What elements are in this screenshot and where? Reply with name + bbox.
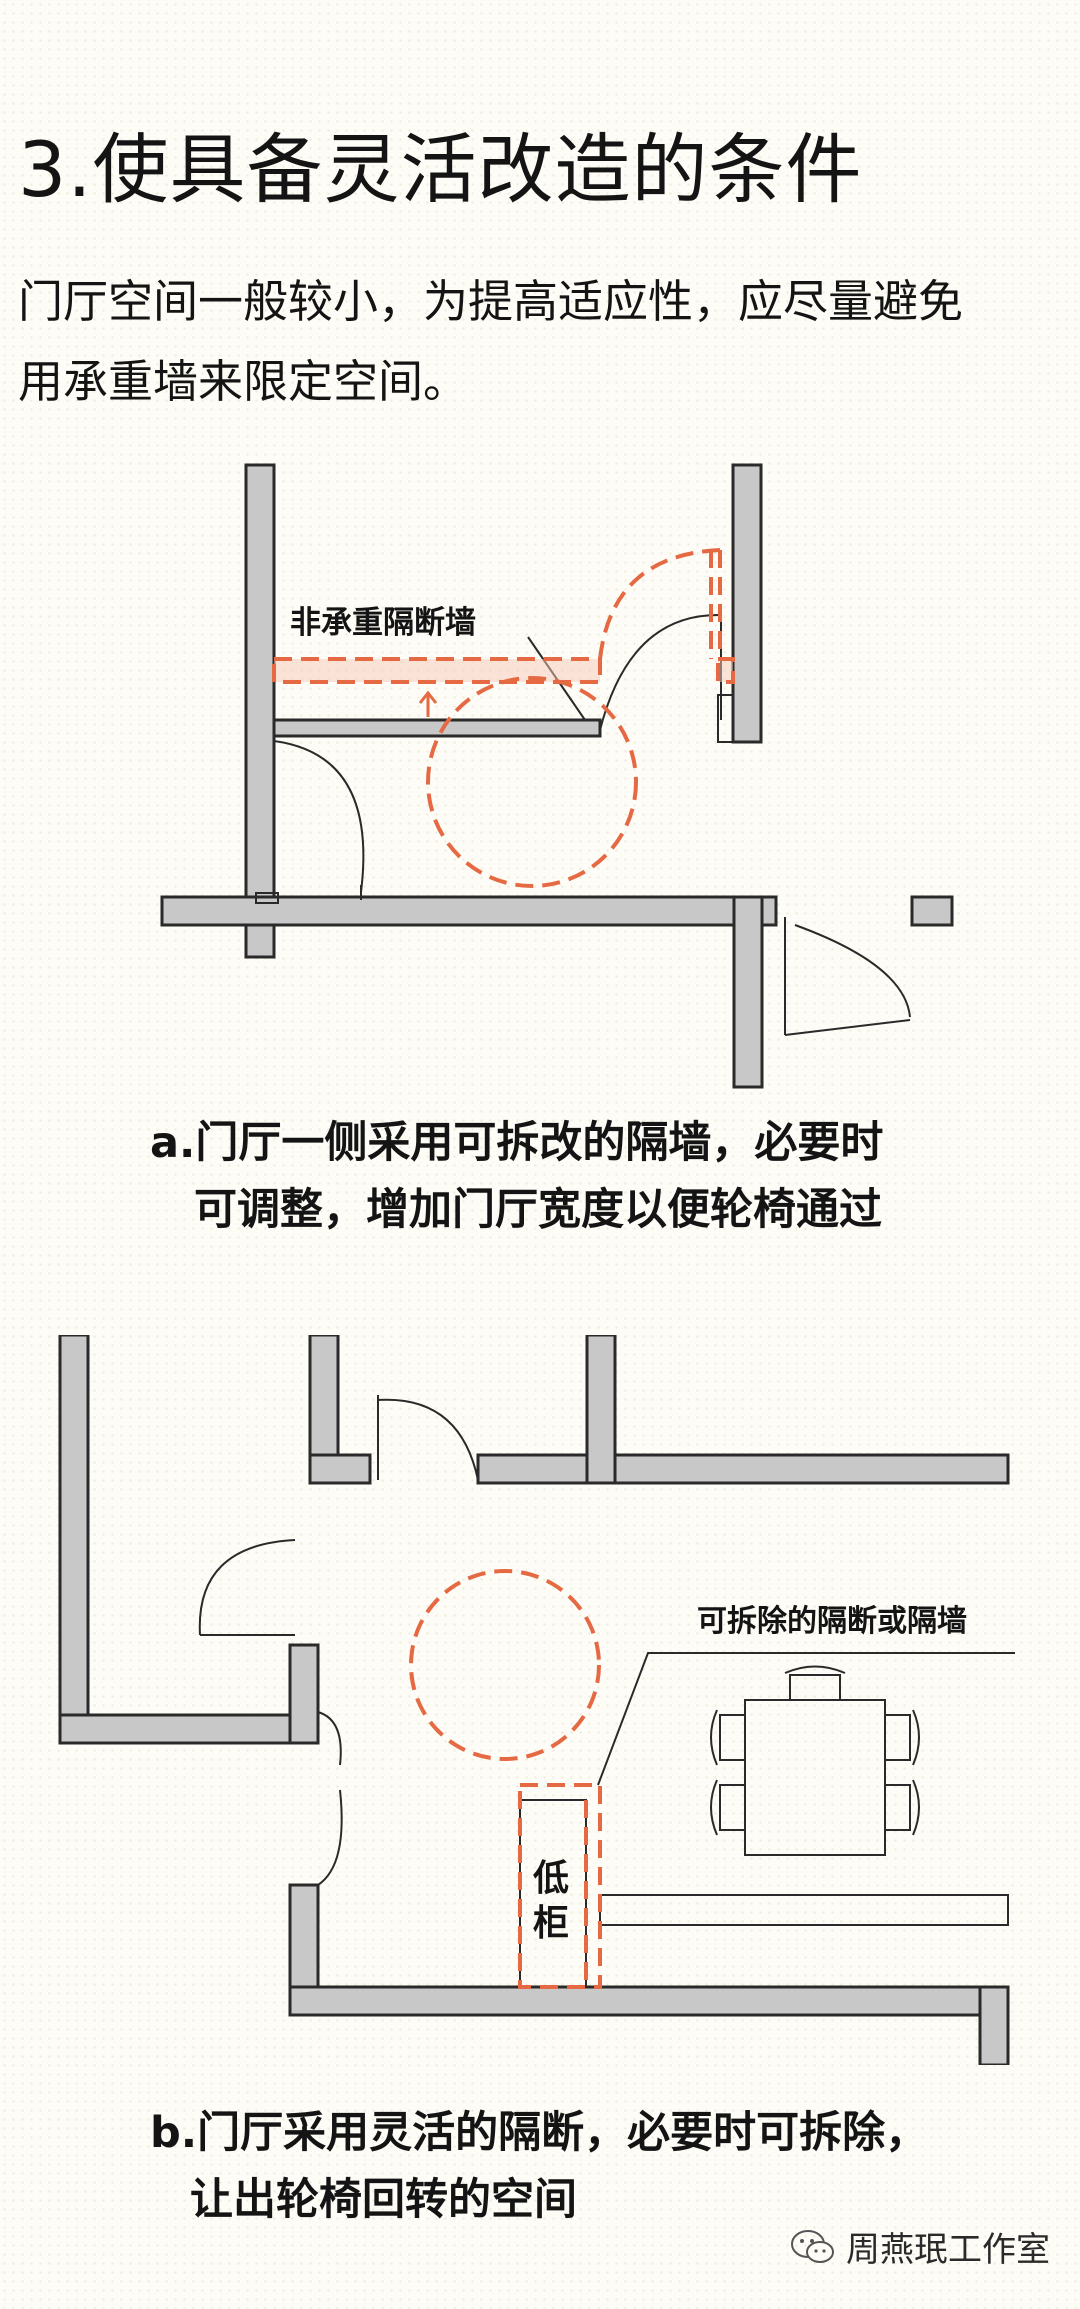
door-leaf — [784, 1019, 911, 1036]
wall — [910, 895, 954, 927]
chair-right — [884, 1714, 911, 1761]
wall — [585, 1335, 617, 1485]
page-title: 3.使具备灵活改造的条件 — [18, 125, 863, 214]
wall — [160, 895, 778, 927]
chair-right — [884, 1784, 911, 1831]
door-swing — [317, 1711, 342, 1766]
watermark: 周燕珉工作室 — [790, 2222, 1050, 2271]
wall — [732, 895, 764, 1089]
intro-line: 门厅空间一般较小，为提高适应性，应尽量避免 — [18, 275, 964, 328]
wall — [476, 1453, 1010, 1485]
cabinet-label: 低 — [533, 1858, 569, 1899]
door-swing-dashed — [598, 548, 721, 660]
wall — [244, 463, 276, 959]
cabinet-label: 柜 — [533, 1903, 569, 1944]
partition-wall — [272, 718, 602, 738]
door-swing — [794, 924, 911, 1018]
wall — [288, 1643, 320, 1745]
removable-partition-outline — [518, 1783, 602, 1989]
wall — [978, 1985, 1010, 2065]
door-swing — [317, 1789, 343, 1886]
chair-top-back — [784, 1665, 846, 1674]
chair-top — [789, 1674, 841, 1701]
dining-table — [744, 1699, 886, 1856]
removable-partition-label: 可拆除的隔断或隔墙 — [697, 1604, 967, 1639]
wall — [58, 1335, 90, 1745]
door-swing — [377, 1398, 479, 1481]
arrow-head — [418, 690, 438, 704]
counter — [599, 1894, 1009, 1926]
turning-circle — [409, 1569, 601, 1761]
door-swing — [599, 613, 722, 731]
caption-line: 让出轮椅回转的空间 — [190, 2175, 577, 2225]
turning-circle — [426, 676, 638, 888]
caption-line: b.门厅采用灵活的隔断，必要时可拆除， — [150, 2108, 929, 2158]
chair-left — [719, 1784, 746, 1831]
chair-right-back — [912, 1779, 920, 1836]
removable-wall-outline — [716, 657, 735, 684]
caption-line: a.门厅一侧采用可拆改的隔墙，必要时 — [150, 1118, 884, 1168]
chair-left — [719, 1714, 746, 1761]
wechat-icon — [791, 2229, 834, 2263]
caption-b: b.门厅采用灵活的隔断，必要时可拆除， 让出轮椅回转的空间 — [150, 2100, 928, 2234]
floor-plan-a: 非承重隔断墙 — [160, 463, 954, 1089]
wall — [731, 463, 763, 744]
floor-plan-b: 可拆除的隔断或隔墙 低 柜 — [58, 1335, 1015, 2065]
wall — [288, 1985, 1010, 2017]
door-swing — [198, 1539, 296, 1636]
leader-line — [597, 1652, 1015, 1786]
chair-left-back — [710, 1779, 718, 1836]
caption-line: 可调整，增加门厅宽度以便轮椅通过 — [194, 1185, 882, 1235]
chair-left-back — [710, 1709, 718, 1766]
chair-right-back — [912, 1709, 920, 1766]
removable-wall-outline — [272, 657, 602, 684]
partition-label: 非承重隔断墙 — [290, 605, 476, 641]
watermark-text: 周燕珉工作室 — [846, 2230, 1050, 2270]
door-jamb — [255, 892, 279, 904]
intro-line: 用承重墙来限定空间。 — [18, 355, 469, 408]
wall — [58, 1713, 312, 1745]
door-jamb — [717, 694, 734, 743]
intro-paragraph: 门厅空间一般较小，为提高适应性，应尽量避免 用承重墙来限定空间。 — [18, 262, 1068, 422]
wall — [308, 1453, 372, 1485]
door-swing — [273, 740, 365, 893]
caption-a: a.门厅一侧采用可拆改的隔墙，必要时 可调整，增加门厅宽度以便轮椅通过 — [150, 1110, 883, 1244]
